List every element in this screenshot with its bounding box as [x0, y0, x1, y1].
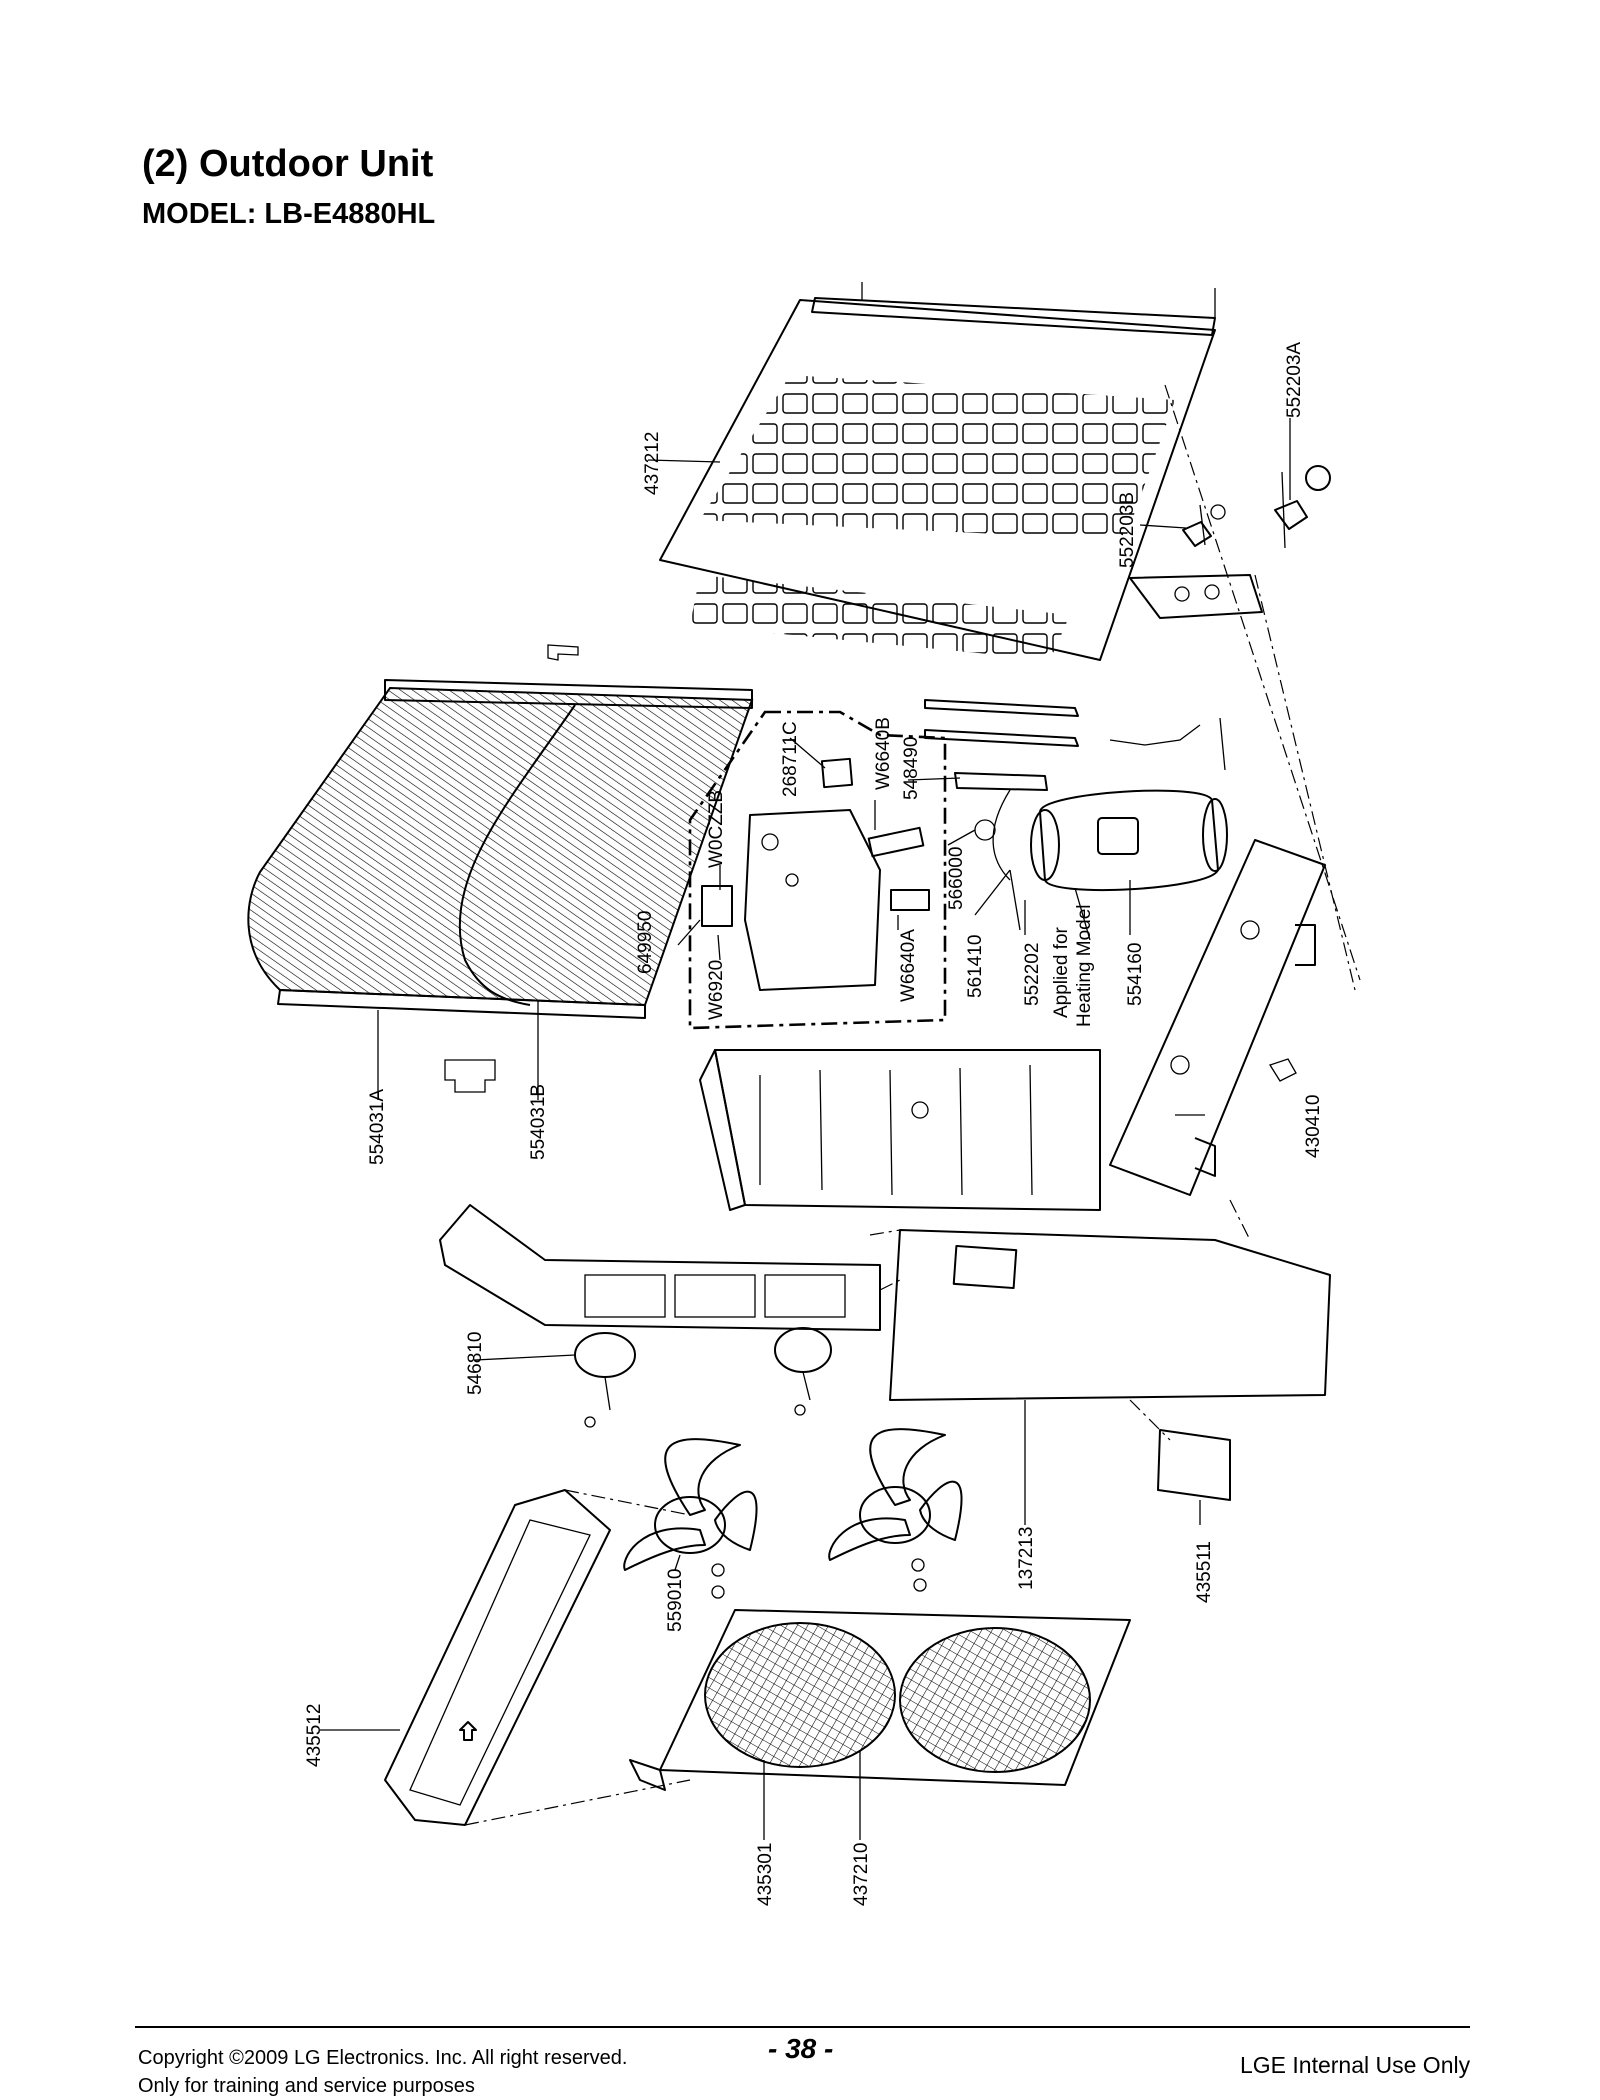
part-labels: 437212 552203A 552203B 268711C W6640B 54…	[304, 342, 1324, 1906]
barrier-plate	[699, 1049, 1101, 1211]
part-label-566000: 566000	[946, 847, 967, 910]
part-label-554031B: 554031B	[528, 1084, 549, 1160]
part-label-435512: 435512	[304, 1704, 325, 1767]
part-label-649950: 649950	[635, 911, 656, 974]
left-side-panel	[384, 1489, 691, 1826]
footer-copyright-block: Copyright ©2009 LG Electronics. Inc. All…	[138, 2044, 627, 2100]
part-label-heating-line1: Applied for	[1051, 926, 1072, 1018]
propeller-fans	[623, 1428, 963, 1599]
part-label-559010: 559010	[665, 1569, 686, 1632]
side-cover	[889, 1229, 1331, 1441]
leader-lines	[320, 418, 1291, 1840]
part-label-437210: 437210	[851, 1843, 872, 1906]
part-label-554160: 554160	[1125, 943, 1146, 1006]
part-label-552203A: 552203A	[1284, 342, 1305, 418]
part-label-W6640A: W6640A	[898, 929, 919, 1002]
model-label: MODEL: LB-E4880HL	[142, 198, 436, 230]
copyright-text: Copyright ©2009 LG Electronics. Inc. All…	[138, 2047, 628, 2069]
assembly-lines	[869, 384, 1361, 1291]
part-label-W6640B: W6640B	[873, 717, 894, 790]
part-label-137213: 137213	[1016, 1527, 1037, 1590]
part-label-546810: 546810	[465, 1332, 486, 1395]
condenser-coil	[247, 644, 754, 1093]
part-label-W0CZZB: W0CZZB	[706, 790, 727, 868]
part-label-430410: 430410	[1303, 1095, 1324, 1158]
service-valves	[1129, 465, 1331, 619]
part-label-W6920: W6920	[706, 960, 727, 1020]
front-grille-frame	[629, 1609, 1131, 1791]
part-label-435511: 435511	[1194, 1541, 1215, 1603]
top-panel	[659, 282, 1216, 661]
control-box	[688, 710, 947, 1030]
part-label-435301: 435301	[755, 1843, 776, 1906]
internal-use-note: LGE Internal Use Only	[1240, 2052, 1471, 2078]
base-pan	[1109, 839, 1326, 1196]
motor-bracket	[439, 1204, 881, 1331]
part-label-548490: 548490	[901, 737, 922, 800]
usage-note: Only for training and service purposes	[138, 2075, 475, 2097]
part-label-437212: 437212	[642, 432, 663, 495]
page-number: - 38 -	[768, 2033, 834, 2064]
part-label-561410: 561410	[965, 935, 986, 998]
fan-motors	[574, 1327, 832, 1428]
section-title: (2) Outdoor Unit	[142, 143, 434, 185]
part-label-552202: 552202	[1022, 943, 1043, 1006]
part-label-268711C: 268711C	[780, 721, 801, 797]
compressor-assembly	[924, 699, 1228, 941]
part-label-552203B: 552203B	[1117, 492, 1138, 568]
part-label-554031A: 554031A	[367, 1089, 388, 1165]
part-label-heating-line2: Heating Model	[1074, 904, 1095, 1027]
footer-rule	[135, 2026, 1470, 2028]
access-plate	[1157, 1429, 1231, 1501]
